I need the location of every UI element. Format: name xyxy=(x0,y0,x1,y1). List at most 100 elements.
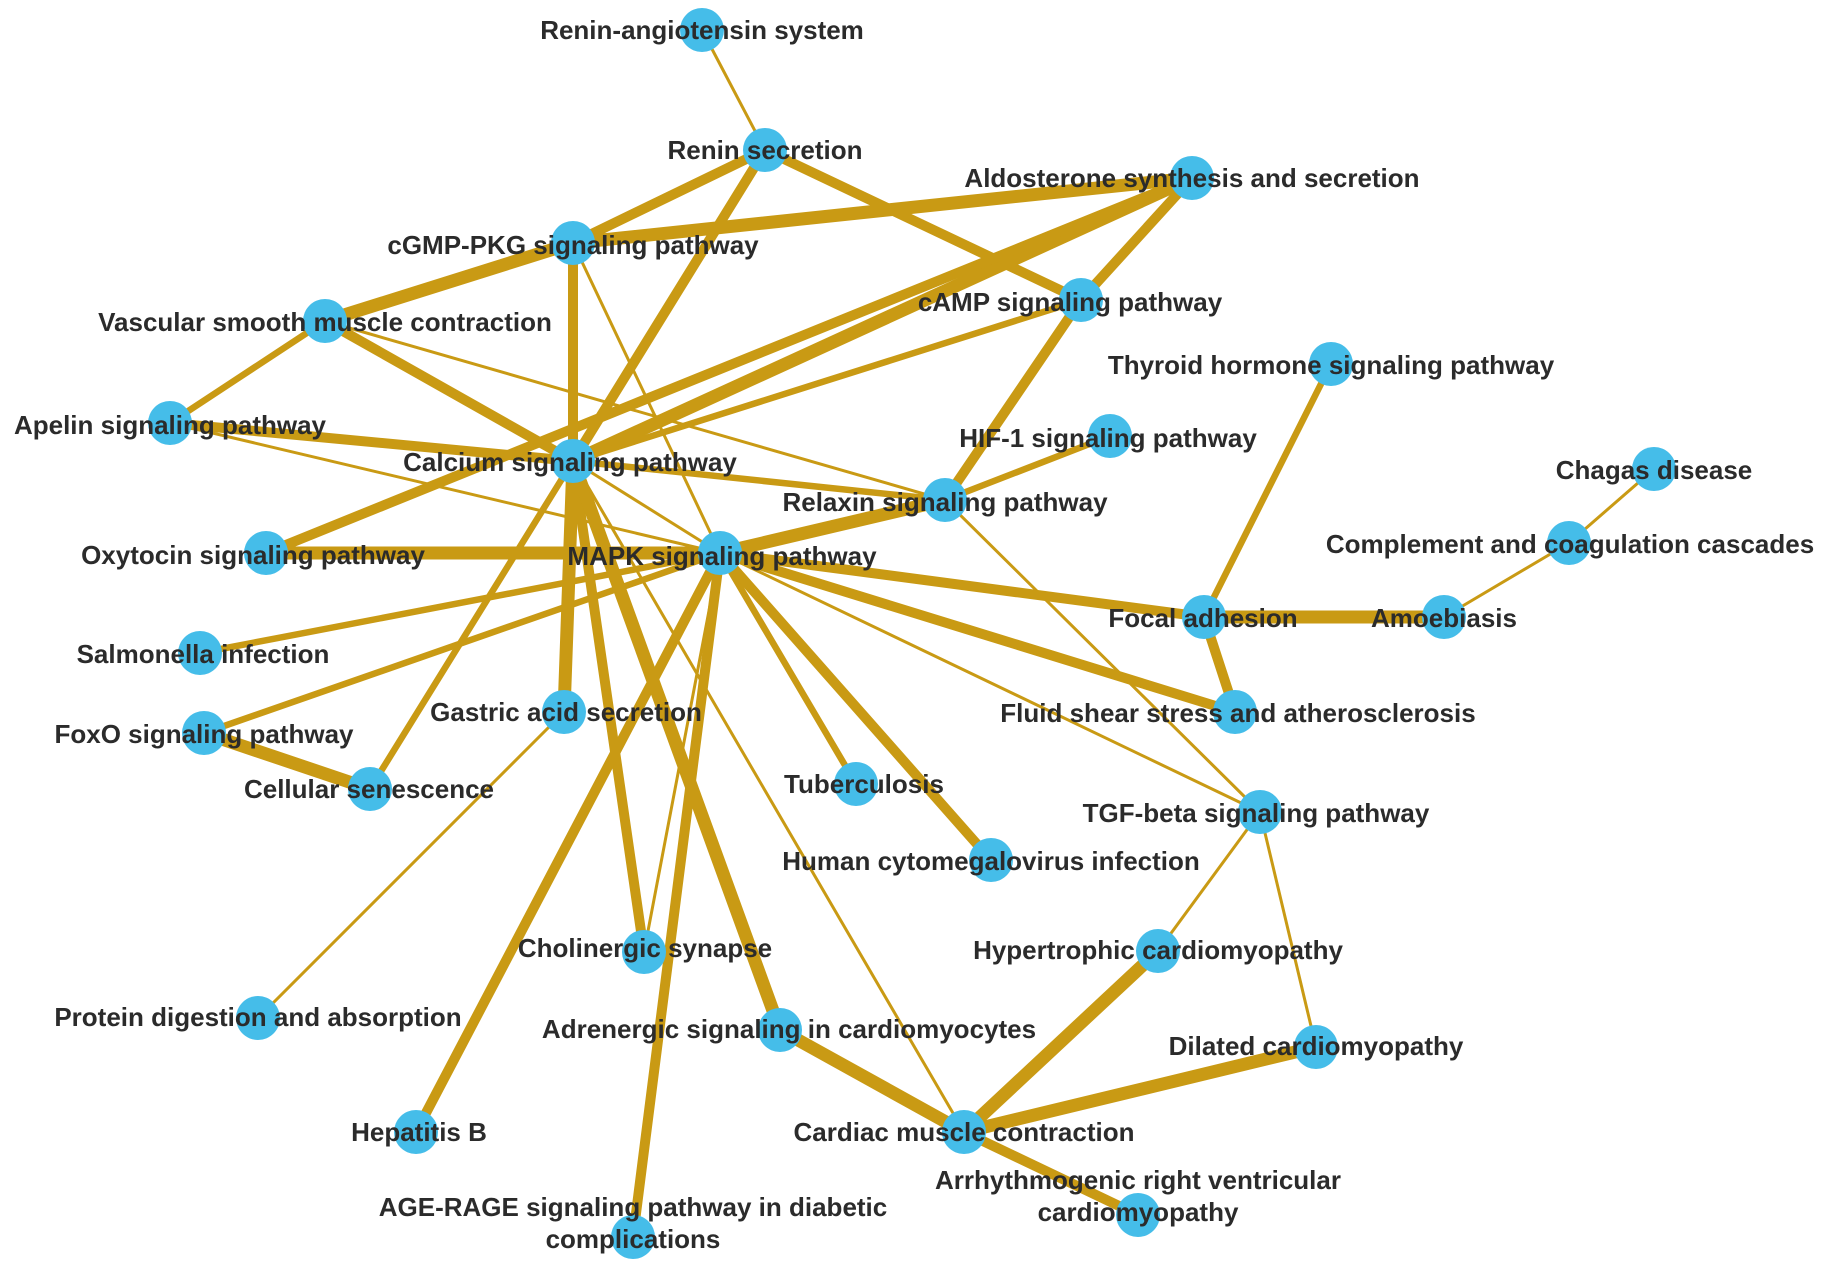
node-complement[interactable] xyxy=(1547,521,1591,565)
node-renin[interactable] xyxy=(743,128,787,172)
edge-thyroid-focal xyxy=(1200,360,1335,621)
node-chagas[interactable] xyxy=(1632,447,1676,491)
node-label-tgfb: TGF-beta signaling pathway xyxy=(1083,798,1430,828)
node-cholin[interactable] xyxy=(622,930,666,974)
node-cgmp[interactable] xyxy=(551,221,595,265)
node-label-amoeb: Amoebiasis xyxy=(1371,603,1517,633)
node-label-apelin: Apelin signaling pathway xyxy=(14,410,327,440)
node-hif1[interactable] xyxy=(1088,414,1132,458)
node-label-line: Chagas disease xyxy=(1556,455,1753,485)
node-hcmv[interactable] xyxy=(969,838,1013,882)
edge-cardiac-arvc xyxy=(959,1127,1143,1220)
node-senesc[interactable] xyxy=(348,767,392,811)
node-mapk[interactable] xyxy=(698,531,742,575)
edge-ras-renin xyxy=(700,28,767,152)
node-label-hypert: Hypertrophic cardiomyopathy xyxy=(973,935,1343,965)
edge-calcium-gastric xyxy=(557,454,580,719)
node-label-line: Salmonella infection xyxy=(77,639,330,669)
node-label-focal: Focal adhesion xyxy=(1108,603,1297,633)
node-camp[interactable] xyxy=(1059,278,1103,322)
node-label-cgmp: cGMP-PKG signaling pathway xyxy=(387,230,759,260)
edge-calcium-mapk xyxy=(571,459,722,555)
node-label-line: Cellular senescence xyxy=(244,774,494,804)
node-label-aldo: Aldosterone synthesis and secretion xyxy=(964,163,1419,193)
node-dilated[interactable] xyxy=(1294,1025,1338,1069)
node-layer xyxy=(148,8,1676,1259)
node-label-line: cardiomyopathy xyxy=(1038,1197,1239,1227)
node-label-calcium: Calcium signaling pathway xyxy=(403,447,737,477)
node-label-line: Dilated cardiomyopathy xyxy=(1169,1031,1464,1061)
edge-mapk-salmonella xyxy=(196,549,724,657)
node-aldo[interactable] xyxy=(1170,156,1214,200)
edge-apelin-calcium xyxy=(165,418,578,466)
node-amoeb[interactable] xyxy=(1422,595,1466,639)
node-label-salmonella: Salmonella infection xyxy=(77,639,330,669)
node-label-line: MAPK signaling pathway xyxy=(567,541,877,571)
node-label-chagas: Chagas disease xyxy=(1556,455,1753,485)
edge-gastric-protein xyxy=(256,710,566,1020)
node-oxytocin[interactable] xyxy=(244,531,288,575)
node-label-gastric: Gastric acid secretion xyxy=(430,697,702,727)
node-label-mapk: MAPK signaling pathway xyxy=(567,541,877,571)
node-protein[interactable] xyxy=(236,996,280,1040)
node-label-line: cGMP-PKG signaling pathway xyxy=(387,230,759,260)
node-label-oxytocin: Oxytocin signaling pathway xyxy=(81,540,425,570)
node-label-line: Cholinergic synapse xyxy=(518,933,772,963)
node-label-line: Cardiac muscle contraction xyxy=(794,1117,1135,1147)
node-tgfb[interactable] xyxy=(1238,790,1282,834)
node-label-line: AGE-RAGE signaling pathway in diabetic xyxy=(379,1192,888,1222)
edge-camp-relaxin xyxy=(940,295,1086,505)
edge-aldo-oxytocin xyxy=(261,173,1197,558)
node-label-line: Vascular smooth muscle contraction xyxy=(98,307,552,337)
node-label-line: Focal adhesion xyxy=(1108,603,1297,633)
node-label-line: Renin-angiotensin system xyxy=(540,15,864,45)
node-label-renin: Renin secretion xyxy=(667,135,862,165)
node-relaxin[interactable] xyxy=(923,478,967,522)
node-label-line: Hypertrophic cardiomyopathy xyxy=(973,935,1343,965)
node-tuberc[interactable] xyxy=(834,762,878,806)
node-apelin[interactable] xyxy=(148,401,192,445)
node-adren[interactable] xyxy=(758,1008,802,1052)
node-label-fluid: Fluid shear stress and atherosclerosis xyxy=(1000,698,1475,728)
node-label-line: Relaxin signaling pathway xyxy=(782,487,1108,517)
edge-complement-amoeb xyxy=(1442,541,1571,619)
node-label-line: TGF-beta signaling pathway xyxy=(1083,798,1430,828)
node-label-line: Arrhythmogenic right ventricular xyxy=(935,1165,1341,1195)
node-thyroid[interactable] xyxy=(1309,342,1353,386)
node-label-senesc: Cellular senescence xyxy=(244,774,494,804)
node-focal[interactable] xyxy=(1182,595,1226,639)
edge-mapk-fluid xyxy=(715,548,1240,717)
edge-layer xyxy=(165,28,1656,1242)
node-cardiac[interactable] xyxy=(942,1110,986,1154)
node-arvc[interactable] xyxy=(1116,1193,1160,1237)
node-ras[interactable] xyxy=(680,8,724,52)
node-label-hcmv: Human cytomegalovirus infection xyxy=(782,846,1200,876)
node-fluid[interactable] xyxy=(1213,690,1257,734)
node-salmonella[interactable] xyxy=(178,631,222,675)
node-label-line: Amoebiasis xyxy=(1371,603,1517,633)
edge-relaxin-mapk xyxy=(713,493,952,560)
edge-renin-cgmp xyxy=(568,145,770,248)
node-foxo[interactable] xyxy=(182,711,226,755)
node-label-hif1: HIF-1 signaling pathway xyxy=(959,423,1257,453)
edge-aldo-camp xyxy=(1076,173,1197,305)
edge-relaxin-tgfb xyxy=(943,498,1262,814)
node-agerage[interactable] xyxy=(611,1215,655,1259)
edge-adren-cardiac xyxy=(773,1023,971,1139)
edge-dilated-cardiac xyxy=(957,1040,1323,1139)
edge-vsmc-apelin xyxy=(166,317,329,427)
node-gastric[interactable] xyxy=(542,690,586,734)
node-label-cholin: Cholinergic synapse xyxy=(518,933,772,963)
node-hepb[interactable] xyxy=(394,1110,438,1154)
node-label-line: FoxO signaling pathway xyxy=(54,719,354,749)
node-hypert[interactable] xyxy=(1136,929,1180,973)
edge-apelin-mapk xyxy=(168,421,722,555)
edge-tgfb-dilated xyxy=(1258,810,1318,1049)
node-label-cardiac: Cardiac muscle contraction xyxy=(794,1117,1135,1147)
node-calcium[interactable] xyxy=(551,439,595,483)
node-label-line: HIF-1 signaling pathway xyxy=(959,423,1257,453)
node-label-line: Renin secretion xyxy=(667,135,862,165)
edge-tgfb-hypert xyxy=(1156,810,1262,953)
node-vsmc[interactable] xyxy=(303,299,347,343)
